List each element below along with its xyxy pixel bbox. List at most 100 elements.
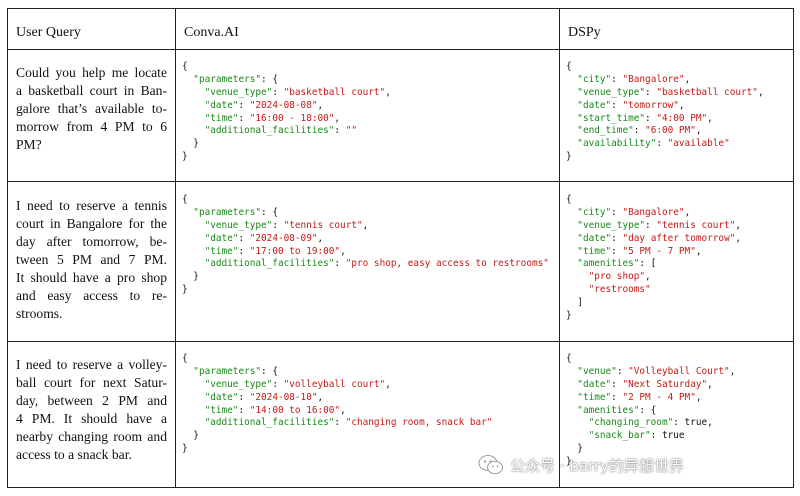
code-line: "time": "17:00 to 19:00", — [182, 246, 559, 259]
code-line: "snack_bar": true — [566, 430, 794, 443]
json-key: "amenities" — [577, 404, 640, 416]
code-line: "venue_type": "tennis court", — [566, 220, 794, 233]
json-punct: : true — [650, 430, 685, 442]
code-line: "parameters": { — [182, 207, 559, 220]
code-line: } — [182, 443, 559, 456]
json-punct: : — [238, 99, 250, 111]
query-line: strooms. — [16, 306, 63, 321]
json-punct — [182, 100, 205, 111]
conva-json: { "parameters": { "venue_type": "tennis … — [176, 194, 559, 297]
json-key: "time" — [204, 112, 239, 124]
json-punct: : — [611, 245, 623, 257]
code-line: } — [566, 456, 794, 469]
json-key: "time" — [204, 245, 239, 257]
query-line: day, between 2 PM and — [16, 393, 167, 408]
code-line: } — [182, 271, 559, 284]
json-punct: : — [645, 219, 657, 231]
json-string: "5 PM - 7 PM" — [622, 245, 696, 257]
json-punct: } — [182, 430, 199, 442]
json-punct: : — [238, 391, 250, 403]
json-string: "basketball court" — [283, 86, 386, 98]
json-key: "parameters" — [193, 206, 262, 218]
json-string: "16:00 - 18:00" — [249, 112, 335, 124]
code-line: { — [566, 194, 794, 207]
json-punct — [566, 379, 577, 390]
json-punct: : — [238, 404, 250, 416]
json-punct: : — [238, 112, 250, 124]
code-line: { — [566, 353, 794, 366]
json-key: "venue_type" — [577, 86, 646, 98]
column-divider — [175, 9, 176, 487]
dspy-json: { "city": "Bangalore", "venue_type": "te… — [560, 194, 794, 323]
json-punct: } — [566, 456, 572, 468]
code-line: } — [566, 443, 794, 456]
query-line: nearby changing room and — [16, 429, 167, 444]
json-key: "changing_room" — [588, 417, 674, 429]
code-line: "parameters": { — [182, 74, 559, 87]
watermark: 公众号 · barry的异想世界 — [478, 452, 684, 478]
json-string: "2024-08-08" — [249, 99, 318, 111]
json-key: "venue_type" — [204, 86, 273, 98]
json-punct: } — [182, 151, 188, 163]
code-line: } — [182, 138, 559, 151]
json-punct: : { — [261, 365, 278, 377]
code-line: { — [182, 353, 559, 366]
json-punct — [182, 417, 205, 428]
json-punct — [566, 258, 577, 269]
code-line: "date": "2024-08-08", — [182, 100, 559, 113]
code-line: "parameters": { — [182, 366, 559, 379]
json-key: "date" — [204, 391, 239, 403]
json-string: "" — [345, 125, 357, 137]
json-punct: , — [317, 391, 324, 403]
code-line: { — [182, 194, 559, 207]
json-key: "city" — [577, 206, 612, 218]
json-punct: , — [678, 99, 685, 111]
query-line: PM? — [16, 137, 42, 152]
code-line: "pro shop", — [566, 271, 794, 284]
code-line: } — [182, 151, 559, 164]
json-punct — [566, 87, 577, 98]
query-line: 4 PM. It should have a — [16, 411, 167, 426]
json-string: "2024-08-10" — [249, 391, 318, 403]
wechat-icon — [478, 455, 503, 475]
json-key: "amenities" — [577, 258, 640, 270]
json-key: "snack_bar" — [588, 430, 651, 442]
dspy-output-cell: { "city": "Bangalore", "venue_type": "ba… — [560, 61, 794, 164]
code-line: "amenities": { — [566, 405, 794, 418]
json-string: "Volleyball Court" — [628, 365, 730, 377]
code-line: "city": "Bangalore", — [566, 207, 794, 220]
json-punct — [182, 220, 205, 231]
json-punct — [182, 246, 205, 257]
json-key: "time" — [204, 404, 239, 416]
json-string: "4:00 PM" — [656, 112, 708, 124]
conva-output-cell: { "parameters": { "venue_type": "tennis … — [176, 194, 559, 297]
code-line: } — [566, 151, 794, 164]
json-key: "date" — [577, 232, 612, 244]
json-punct: { — [566, 61, 572, 72]
json-key: "venue_type" — [204, 378, 273, 390]
json-string: "tennis court" — [283, 219, 363, 231]
json-string: "tennis court" — [656, 219, 736, 231]
json-punct — [182, 405, 205, 416]
json-punct: : { — [261, 73, 278, 85]
code-line: "additional_facilities": "pro shop, easy… — [182, 258, 559, 271]
json-key: "city" — [577, 73, 612, 85]
json-punct: , — [385, 378, 391, 390]
code-line: "time": "14:00 to 16:00", — [182, 405, 559, 418]
row-divider — [8, 341, 793, 342]
json-punct — [566, 271, 589, 282]
header-conva-ai: Conva.AI — [184, 25, 239, 40]
json-punct: : — [272, 219, 284, 231]
json-string: "17:00 to 19:00" — [249, 245, 341, 257]
json-punct — [566, 430, 589, 441]
json-punct — [182, 233, 205, 244]
json-punct: } — [182, 138, 199, 150]
watermark-text: 公众号 · barry的异想世界 — [510, 456, 684, 475]
json-punct — [566, 417, 589, 428]
json-punct — [566, 138, 577, 149]
code-line: } — [182, 284, 559, 297]
query-line: galore that’s available to- — [16, 101, 167, 116]
code-line: "time": "16:00 - 18:00", — [182, 113, 559, 126]
